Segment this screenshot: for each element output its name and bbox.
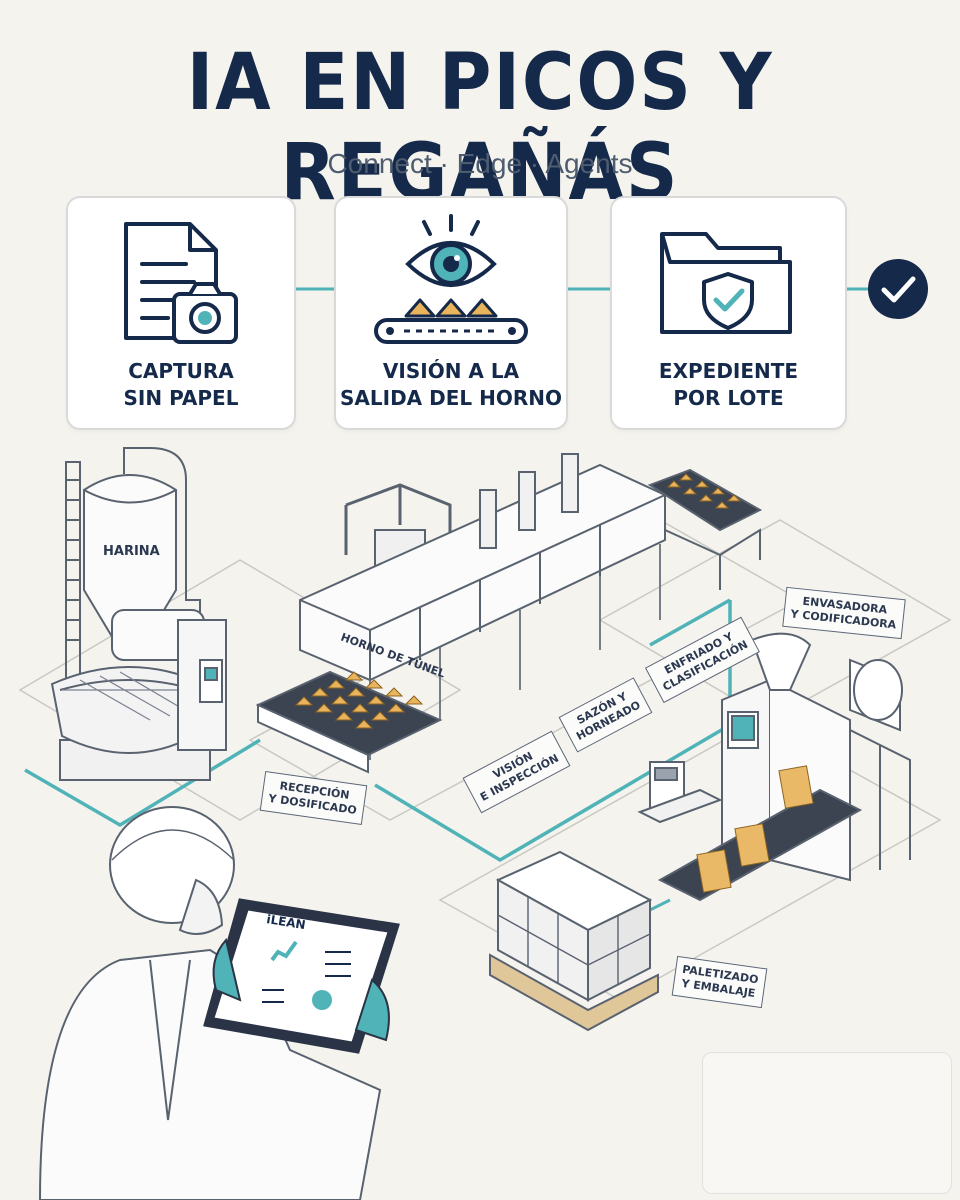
infeed-conveyor: [255, 670, 443, 774]
packaging-machine: [657, 632, 911, 902]
folder-shield-icon: [660, 232, 792, 334]
plant-illustration: HARINA HORNO DE TÚNEL: [18, 447, 952, 1200]
flour-silo: [65, 447, 201, 683]
step-label-vision: VISIÓN A LA SALIDA DEL HORNO: [340, 359, 562, 410]
pallet-boxes: [489, 850, 659, 1032]
silo-label: HARINA: [103, 544, 160, 559]
step-card-expediente: EXPEDIENTE POR LOTE: [610, 196, 847, 430]
worker: [38, 806, 382, 1200]
tunnel-oven: [299, 453, 666, 760]
step-label-expediente: EXPEDIENTE POR LOTE: [658, 359, 799, 410]
corner-panel: [702, 1052, 952, 1194]
document-camera-icon: [124, 222, 238, 344]
page-title: IA EN PICOS Y REGAÑÁS: [186, 38, 774, 218]
glove-right: [354, 978, 390, 1042]
step-connectors: [292, 259, 928, 319]
eye-conveyor-icon: [374, 214, 528, 344]
mixer: [50, 609, 227, 781]
tablet: [203, 898, 400, 1054]
checkweigher: [637, 761, 723, 824]
step-card-captura: CAPTURA SIN PAPEL: [66, 196, 296, 430]
page-subtitle: Connect · Edge · Agents: [327, 148, 633, 179]
step-label-captura: CAPTURA SIN PAPEL: [123, 359, 239, 410]
step-card-vision: VISIÓN A LA SALIDA DEL HORNO: [334, 196, 568, 430]
glove-left: [212, 937, 242, 1002]
tablet-brand: iLEAN: [266, 912, 307, 932]
cooling-conveyor: [647, 468, 763, 590]
checkmark-icon: [868, 259, 928, 319]
